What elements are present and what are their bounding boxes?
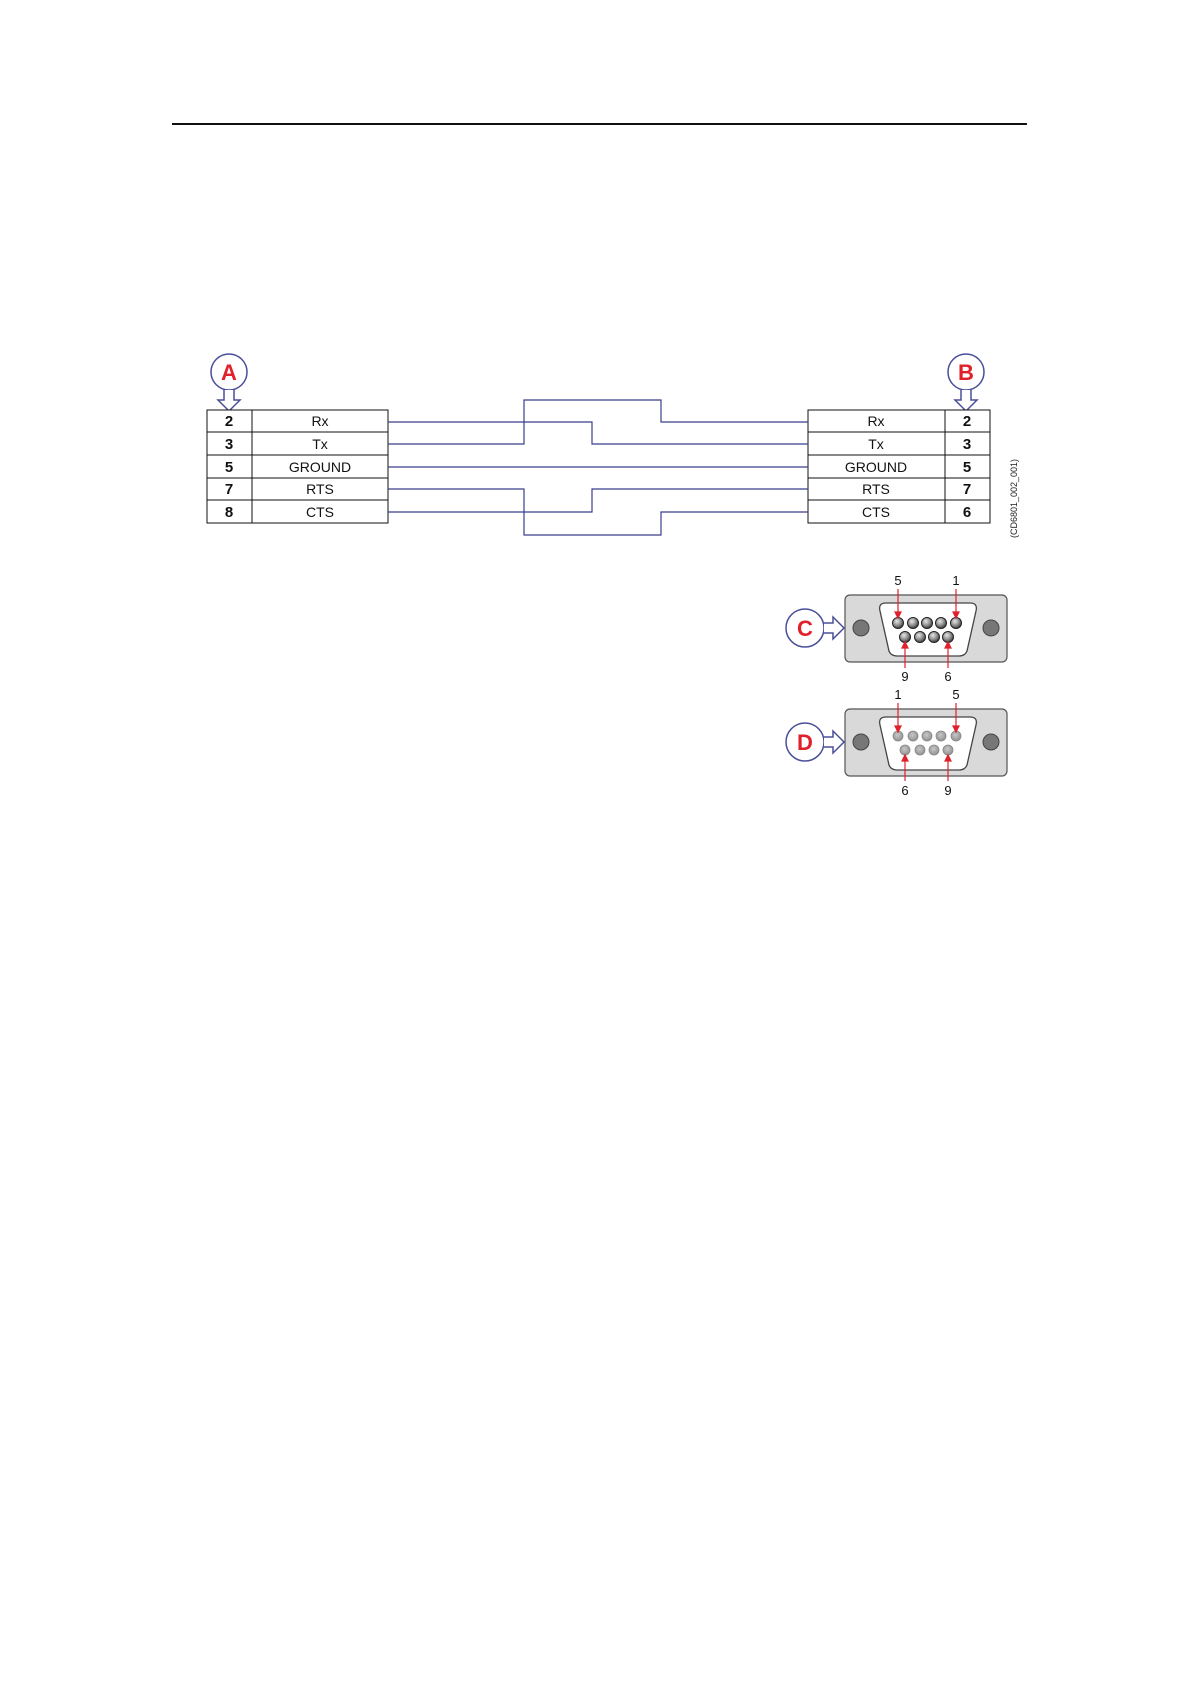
dsub-d-socket: [936, 731, 946, 741]
figure-reference: (CD6801_002_001): [1009, 459, 1019, 538]
dsub-c-pin: [929, 632, 940, 643]
dsub-d-label-bottom-right: 9: [944, 783, 951, 798]
dsub-c-pin: [922, 618, 933, 629]
dsub-connector-c: C 5 1 9 6: [786, 573, 1007, 684]
connector-a-signal: Rx: [311, 413, 328, 429]
connector-a-signal: CTS: [306, 504, 334, 520]
callout-b: B: [948, 354, 984, 411]
connector-b-row-5: CTS 6: [808, 500, 990, 523]
connector-a-signal: Tx: [312, 436, 328, 452]
connector-a-pin: 3: [225, 436, 233, 453]
dsub-d-label-top-right: 5: [952, 687, 959, 702]
connector-b-signal: Rx: [867, 413, 884, 429]
connector-b-pin: 5: [963, 459, 971, 476]
connector-b-signal: Tx: [868, 436, 884, 452]
connector-a-pin: 7: [225, 481, 233, 498]
callout-c-label: C: [797, 616, 813, 641]
dsub-d-socket: [922, 731, 932, 741]
connector-b-pin: 7: [963, 481, 971, 498]
callout-d-label: D: [797, 730, 813, 755]
connector-a-row-2: 3 Tx: [207, 432, 388, 455]
dsub-c-pin: [908, 618, 919, 629]
dsub-d-socket: [915, 745, 925, 755]
connector-a-signal: GROUND: [289, 459, 351, 475]
connector-b-signal: CTS: [862, 504, 890, 520]
wire-cts-a-to-rts-b: [388, 489, 808, 512]
connector-a-row-4: 7 RTS: [207, 478, 388, 500]
connector-b-pin: 6: [963, 504, 971, 521]
wire-rx-a-to-tx-b: [388, 422, 808, 444]
dsub-c-pin: [936, 618, 947, 629]
dsub-d-screw-hole-right: [983, 734, 999, 750]
connector-a-signal: RTS: [306, 481, 334, 497]
wires: [388, 400, 808, 535]
connector-a-table: 2 Rx 3 Tx 5 GROUND 7 RTS 8 CTS: [207, 410, 388, 523]
callout-b-label: B: [958, 360, 974, 385]
callout-c-arrow: [824, 617, 844, 639]
callout-b-arrow: [955, 390, 977, 411]
connector-b-signal: GROUND: [845, 459, 907, 475]
dsub-d-socket: [929, 745, 939, 755]
dsub-c-screw-hole-left: [853, 620, 869, 636]
connector-a-pin: 2: [225, 413, 233, 430]
dsub-d-socket: [908, 731, 918, 741]
callout-a-arrow: [218, 390, 240, 411]
connector-b-table: Rx 2 Tx 3 GROUND 5 RTS 7 CTS 6: [808, 410, 990, 523]
dsub-c-pin: [915, 632, 926, 643]
callout-a: A: [211, 354, 247, 411]
dsub-c-label-bottom-right: 6: [944, 669, 951, 684]
dsub-c-label-top-left: 5: [894, 573, 901, 588]
connector-b-pin: 3: [963, 436, 971, 453]
connector-a-row-3: 5 GROUND: [207, 455, 388, 478]
connector-a-pin: 8: [225, 504, 233, 521]
dsub-d-label-bottom-left: 6: [901, 783, 908, 798]
dsub-d-screw-hole-left: [853, 734, 869, 750]
dsub-d-insert: [880, 717, 977, 770]
connector-a-row-5: 8 CTS: [207, 500, 388, 523]
dsub-c-label-bottom-left: 9: [901, 669, 908, 684]
connector-b-signal: RTS: [862, 481, 890, 497]
callout-d-arrow: [824, 731, 844, 753]
connector-b-row-1: Rx 2: [808, 410, 990, 432]
dsub-d-socket: [943, 745, 953, 755]
connector-a-row-1: 2 Rx: [207, 410, 388, 432]
callout-a-label: A: [221, 360, 237, 385]
dsub-c-screw-hole-right: [983, 620, 999, 636]
connector-b-row-2: Tx 3: [808, 432, 990, 455]
dsub-c-insert: [880, 603, 977, 656]
dsub-c-label-top-right: 1: [952, 573, 959, 588]
connector-a-pin: 5: [225, 459, 233, 476]
dsub-connector-d: D 1 5 6 9: [786, 687, 1007, 798]
connector-b-row-4: RTS 7: [808, 478, 990, 500]
dsub-d-label-top-left: 1: [894, 687, 901, 702]
connector-b-row-3: GROUND 5: [808, 455, 990, 478]
connector-b-pin: 2: [963, 413, 971, 430]
dsub-d-socket: [900, 745, 910, 755]
